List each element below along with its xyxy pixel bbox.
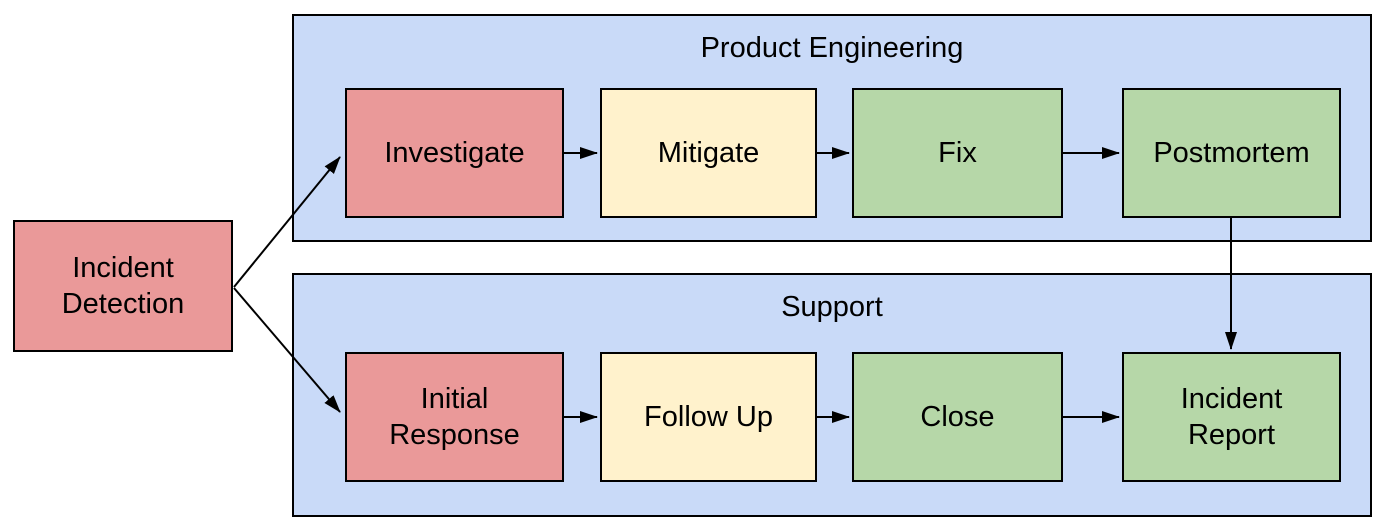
node-mitigate: Mitigate	[600, 88, 817, 218]
node-incident-report: Incident Report	[1122, 352, 1341, 482]
node-initial-response: Initial Response	[345, 352, 564, 482]
node-incident-detection: Incident Detection	[13, 220, 233, 352]
node-fix: Fix	[852, 88, 1063, 218]
lane-support-title: Support	[781, 291, 883, 323]
node-close: Close	[852, 352, 1063, 482]
node-follow-up: Follow Up	[600, 352, 817, 482]
node-investigate: Investigate	[345, 88, 564, 218]
node-postmortem: Postmortem	[1122, 88, 1341, 218]
lane-product-engineering-title: Product Engineering	[700, 32, 964, 64]
